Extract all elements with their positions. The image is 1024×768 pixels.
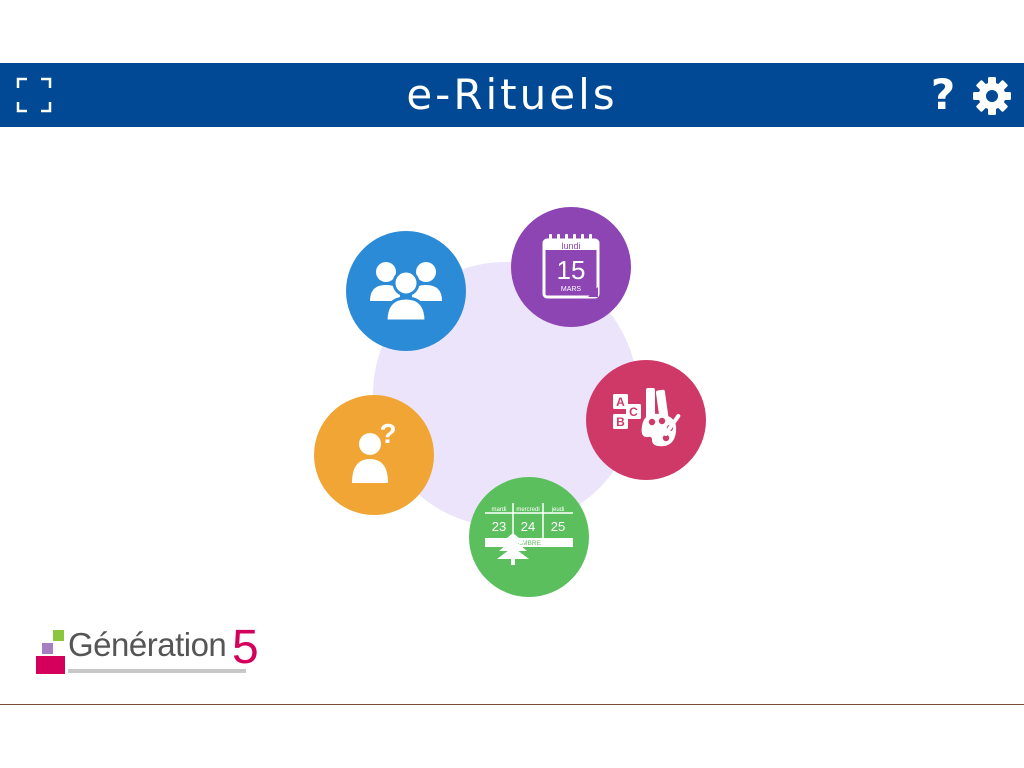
week-planner-button[interactable]: mardi mercredi jeudi 23 24 25 CEMBRE — [469, 477, 589, 597]
week-day-3: jeudi — [551, 507, 565, 513]
logo-text: Génération — [68, 626, 227, 663]
calendar-month: MARS — [561, 286, 582, 293]
generation5-logo: Génération 5 — [36, 621, 276, 680]
fullscreen-button[interactable] — [16, 77, 52, 113]
week-planner-icon: mardi mercredi jeudi 23 24 25 CEMBRE — [485, 503, 573, 565]
question-button[interactable]: ? — [314, 395, 434, 515]
block-letter-a: A — [616, 395, 625, 409]
calendar-button[interactable]: lundi 15 MARS — [511, 207, 631, 327]
header-bar: e-Rituels ? — [0, 63, 1024, 127]
calendar-icon: lundi 15 MARS — [542, 234, 600, 299]
block-letter-c: C — [629, 405, 638, 419]
fullscreen-icon — [16, 77, 52, 113]
logo-square-purple — [42, 643, 53, 654]
week-date-2: 24 — [521, 519, 535, 534]
app-title: e-Rituels — [406, 70, 618, 119]
help-button[interactable]: ? — [930, 70, 956, 119]
logo-square-green — [53, 630, 64, 641]
question-mark: ? — [379, 418, 396, 449]
gear-icon — [973, 77, 1011, 115]
settings-button[interactable] — [972, 76, 1012, 116]
week-day-1: mardi — [491, 507, 506, 513]
bottom-divider — [0, 704, 1024, 705]
logo-underline — [68, 669, 246, 673]
person-question-icon: ? — [352, 418, 397, 483]
group-icon — [370, 262, 442, 323]
week-date-1: 23 — [492, 519, 506, 534]
activities-button[interactable]: A C B — [586, 360, 706, 480]
blocks-palette-icon: A C B — [613, 388, 681, 447]
calendar-day: 15 — [557, 255, 586, 285]
students-button[interactable] — [346, 231, 466, 351]
logo-number: 5 — [232, 621, 259, 674]
calendar-weekday: lundi — [561, 241, 580, 251]
week-month: CEMBRE — [513, 540, 541, 547]
week-day-2: mercredi — [516, 507, 539, 513]
week-date-3: 25 — [551, 519, 565, 534]
logo-square-pink — [36, 656, 65, 674]
block-letter-b: B — [616, 415, 625, 429]
